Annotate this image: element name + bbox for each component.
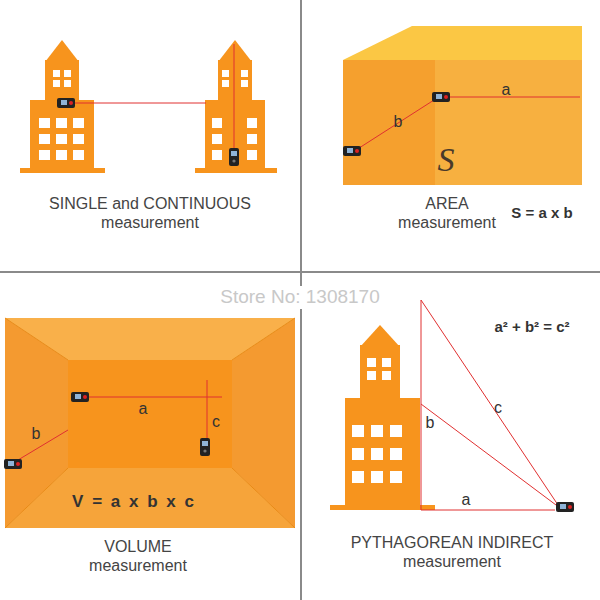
dimension-letter: a [462,490,471,509]
formula: S = a x b [511,204,572,222]
dimension-letter: a [502,80,511,99]
dimension-letter: b [32,424,41,443]
panel-caption: PYTHAGOREAN INDIRECT measurement [327,533,577,571]
dimension-letter: c [494,398,502,417]
dimension-letter: b [426,413,435,432]
panel-caption: AREA measurement [392,194,502,232]
watermark: Store No: 1308170 [217,286,383,309]
formula: a² + b² = c² [494,318,569,336]
panel-caption: VOLUME measurement [83,537,193,575]
area-symbol: S [438,140,455,181]
dimension-letter: c [212,412,220,431]
formula: V = a x b x c [72,492,196,512]
dimension-letter: b [394,112,403,131]
panel-caption: SINGLE and CONTINUOUS measurement [30,194,270,232]
dimension-letter: a [139,399,148,418]
